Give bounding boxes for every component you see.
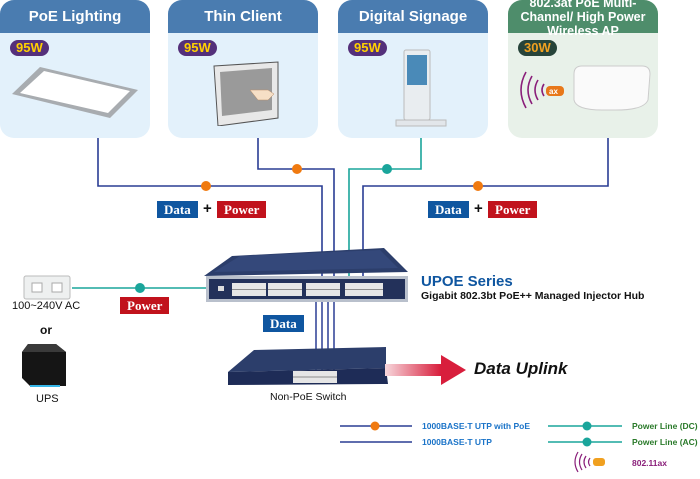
non-poe-switch[interactable] — [228, 347, 388, 385]
ups-icon — [22, 344, 66, 387]
panel-thin-client: Thin Client 95W — [168, 0, 318, 138]
legend-wifi-text: 802.11ax — [632, 458, 667, 468]
legend-ax-badge — [593, 458, 605, 466]
uplink-label: Data Uplink — [474, 359, 568, 378]
ac-marker — [135, 283, 145, 293]
panel-title: 802.3at PoE Multi-Channel/ High Power Wi… — [508, 0, 658, 38]
power-label: Power — [488, 201, 538, 218]
data-label: Data — [157, 201, 198, 218]
wattage-badge: 30W — [518, 40, 557, 56]
ac-power-label: Power — [120, 297, 170, 314]
panel-title: PoE Lighting — [0, 0, 150, 33]
ax-badge-text: ax — [549, 87, 558, 96]
legend-ac-text: Power Line (AC) — [632, 437, 698, 447]
panel-wireless-ap: 802.3at PoE Multi-Channel/ High Power Wi… — [508, 0, 658, 138]
hub-series-title: UPOE Series — [421, 273, 513, 290]
upoe-injector-hub[interactable] — [204, 248, 408, 302]
legend-dc-marker — [582, 421, 592, 431]
panel-digital-signage: Digital Signage 95W — [338, 0, 488, 138]
or-label: or — [40, 323, 52, 337]
wattage-badge: 95W — [348, 40, 387, 56]
ac-outlet-icon — [23, 275, 71, 300]
data-label: Data — [428, 201, 469, 218]
poe-marker — [201, 181, 211, 191]
ups-label: UPS — [36, 393, 59, 405]
poe-marker — [473, 181, 483, 191]
hub-description: Gigabit 802.3bt PoE++ Managed Injector H… — [421, 290, 645, 302]
legend-wifi-icon — [574, 451, 591, 473]
ac-voltage-label: 100~240V AC — [12, 300, 81, 312]
wattage-badge: 95W — [178, 40, 217, 56]
touch-monitor-icon — [213, 61, 279, 126]
wireless-ap-icon: ax — [520, 65, 651, 111]
panel-title: Digital Signage — [338, 0, 488, 33]
kiosk-icon — [395, 49, 447, 127]
legend-ac-marker — [582, 437, 592, 447]
legend-dc-text: Power Line (DC) — [632, 421, 698, 431]
panel-poe-lighting: PoE Lighting 95W — [0, 0, 150, 138]
power-label: Power — [217, 201, 267, 218]
switch-label: Non-PoE Switch — [270, 391, 347, 403]
wifi-waves-icon — [520, 71, 545, 109]
plus-sign: + — [203, 200, 212, 217]
poe-marker — [292, 164, 302, 174]
plus-sign: + — [474, 200, 483, 217]
legend-poe-marker — [370, 421, 380, 431]
uplink-arrow — [385, 355, 466, 385]
ax-badge — [546, 86, 564, 96]
dc-marker — [382, 164, 392, 174]
legend-utp-text: 1000BASE-T UTP — [422, 437, 492, 447]
panel-title: Thin Client — [168, 0, 318, 33]
ap-cable — [362, 124, 609, 285]
wattage-badge: 95W — [10, 40, 49, 56]
data-label-switch: Data — [263, 315, 304, 332]
legend-utp-poe-text: 1000BASE-T UTP with PoE — [422, 421, 531, 431]
led-panel-icon — [12, 67, 138, 118]
